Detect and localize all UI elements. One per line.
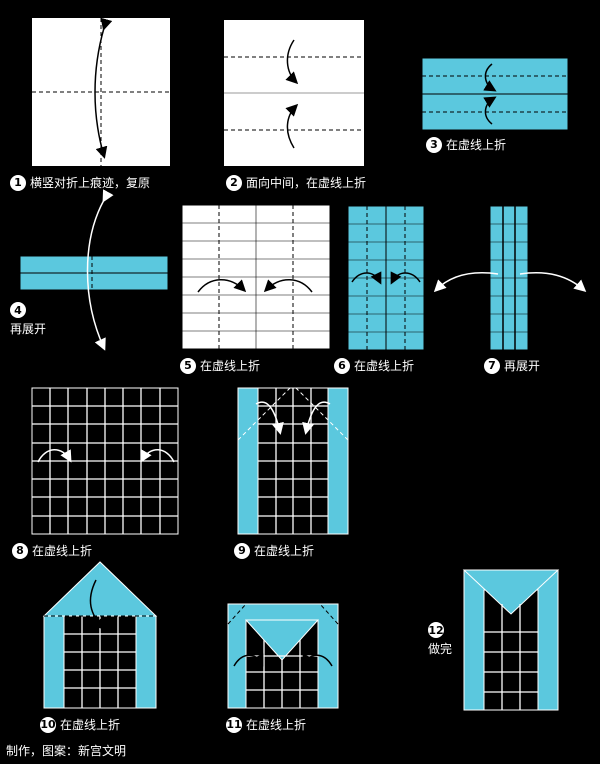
step-9-caption: 9 在虚线上折 bbox=[234, 542, 314, 559]
step-4-caption: 4 再展开 bbox=[10, 302, 46, 337]
credit-line: 制作，图案：新宫文明 bbox=[6, 744, 127, 758]
step-3-diagram bbox=[421, 57, 569, 131]
step-7-number: 7 bbox=[484, 357, 500, 374]
step-5-diagram bbox=[181, 204, 331, 350]
step-9-number: 9 bbox=[234, 542, 250, 559]
step-2-number: 2 bbox=[226, 174, 242, 191]
step-6-diagram bbox=[347, 205, 425, 351]
step-8-caption: 8 在虚线上折 bbox=[12, 542, 92, 559]
step-5-number: 5 bbox=[180, 357, 196, 374]
step-12-text: 做完 bbox=[428, 642, 453, 656]
step-1-text: 横竖对折上痕迹，复原 bbox=[30, 176, 151, 190]
step-1-caption: 1 横竖对折上痕迹，复原 bbox=[10, 174, 150, 191]
step-12-number: 12 bbox=[428, 622, 444, 638]
step-4-number: 4 bbox=[10, 302, 26, 318]
step-9-text: 在虚线上折 bbox=[254, 544, 315, 558]
step-12-diagram bbox=[462, 569, 560, 711]
step-6-caption: 6 在虚线上折 bbox=[334, 357, 414, 374]
step-3-number: 3 bbox=[426, 136, 442, 153]
step-5-text: 在虚线上折 bbox=[200, 359, 261, 373]
step-8-diagram bbox=[31, 387, 179, 535]
step-10-caption: 10 在虚线上折 bbox=[40, 716, 120, 733]
step-2-caption: 2 面向中间，在虚线上折 bbox=[226, 174, 366, 191]
step-11-caption: 11 在虚线上折 bbox=[226, 716, 306, 733]
step-7-caption: 7 再展开 bbox=[484, 357, 540, 374]
step-12-caption: 12 做完 bbox=[428, 622, 452, 657]
step-10-text: 在虚线上折 bbox=[60, 718, 121, 732]
step-6-number: 6 bbox=[334, 357, 350, 374]
step-1-diagram bbox=[32, 17, 170, 166]
step-5-caption: 5 在虚线上折 bbox=[180, 357, 260, 374]
step-8-number: 8 bbox=[12, 542, 28, 559]
step-2-text: 面向中间，在虚线上折 bbox=[246, 176, 367, 190]
step-6-text: 在虚线上折 bbox=[354, 359, 415, 373]
step-3-caption: 3 在虚线上折 bbox=[426, 136, 506, 153]
step-3-text: 在虚线上折 bbox=[446, 138, 507, 152]
step-10-diagram bbox=[42, 561, 158, 709]
step-8-text: 在虚线上折 bbox=[32, 544, 93, 558]
step-10-number: 10 bbox=[40, 716, 56, 733]
step-11-number: 11 bbox=[226, 716, 242, 733]
step-11-text: 在虚线上折 bbox=[246, 718, 307, 732]
step-7-diagram bbox=[433, 205, 587, 351]
step-11-diagram bbox=[227, 603, 339, 709]
step-9-diagram bbox=[237, 387, 349, 535]
step-4-text: 再展开 bbox=[10, 322, 47, 336]
step-1-number: 1 bbox=[10, 174, 26, 191]
step-7-text: 再展开 bbox=[504, 359, 541, 373]
step-4-diagram bbox=[19, 189, 169, 351]
step-2-diagram bbox=[224, 20, 364, 166]
